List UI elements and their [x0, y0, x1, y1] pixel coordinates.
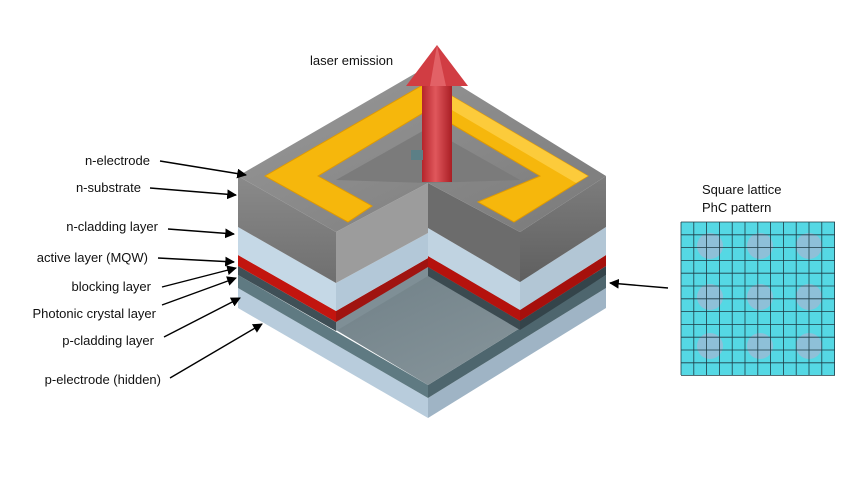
lattice-hole	[697, 233, 723, 259]
leader-active	[157, 256, 235, 267]
inset-title-line1: Square lattice	[702, 182, 782, 197]
lattice-grid	[680, 221, 835, 377]
lattice-hole	[697, 333, 723, 359]
beam-head-shine	[430, 45, 446, 86]
n-cladding-right-outer	[520, 227, 606, 310]
active-layer-left	[238, 255, 336, 322]
n-cladding-right-inner	[428, 228, 520, 310]
p-electrode-left-face	[238, 288, 428, 418]
phc-inset: Square lattice PhC pattern	[680, 182, 835, 377]
lattice-hole	[747, 233, 773, 259]
cut-wall-active	[336, 258, 428, 322]
phc-layer-right-outer	[520, 266, 606, 330]
label-active-layer: active layer (MQW)	[37, 250, 148, 265]
active-layer-right	[428, 256, 520, 321]
lattice-hole	[747, 284, 773, 310]
label-phc-layer: Photonic crystal layer	[32, 306, 156, 321]
lattice-holes	[697, 233, 822, 359]
lattice-hole	[697, 284, 723, 310]
beam-base	[411, 150, 423, 160]
leader-phc-inset	[609, 278, 669, 289]
lattice-hole	[747, 333, 773, 359]
leader-p-cladding	[163, 297, 241, 338]
p-cladding-right-face	[428, 275, 606, 398]
leader-n-cladding	[167, 228, 235, 239]
layer-labels: n-electrode n-substrate n-cladding layer…	[32, 153, 161, 387]
leader-n-substrate	[149, 187, 237, 200]
n-electrode-highlight	[428, 82, 588, 183]
label-laser-emission: laser emission	[310, 53, 393, 68]
phc-layer-left	[238, 266, 336, 331]
label-blocking-layer: blocking layer	[72, 279, 152, 294]
label-n-substrate: n-substrate	[76, 180, 141, 195]
laser-emission-arrow	[406, 45, 468, 182]
leader-phc	[161, 276, 237, 306]
cut-wall-cladding	[336, 233, 428, 311]
label-p-electrode: p-electrode (hidden)	[45, 372, 161, 387]
n-substrate-right-outer	[520, 176, 606, 282]
n-substrate-left	[238, 176, 336, 283]
n-cladding-left	[238, 227, 336, 311]
leader-n-electrode	[159, 160, 247, 179]
leader-blocking	[161, 265, 237, 288]
inset-title-line2: PhC pattern	[702, 200, 771, 215]
active-layer-right-outer	[520, 255, 606, 321]
label-n-electrode: n-electrode	[85, 153, 150, 168]
cut-wall-substrate	[336, 183, 428, 283]
phc-layer-right	[428, 267, 520, 330]
p-cladding-left-face	[238, 275, 428, 398]
leader-p-electrode	[169, 323, 263, 379]
n-substrate-right-inner	[428, 183, 520, 282]
label-n-cladding: n-cladding layer	[66, 219, 158, 234]
p-electrode-right-face	[428, 288, 606, 418]
label-p-cladding: p-cladding layer	[62, 333, 154, 348]
leader-arrows	[149, 160, 669, 379]
beam-shaft	[422, 84, 452, 182]
